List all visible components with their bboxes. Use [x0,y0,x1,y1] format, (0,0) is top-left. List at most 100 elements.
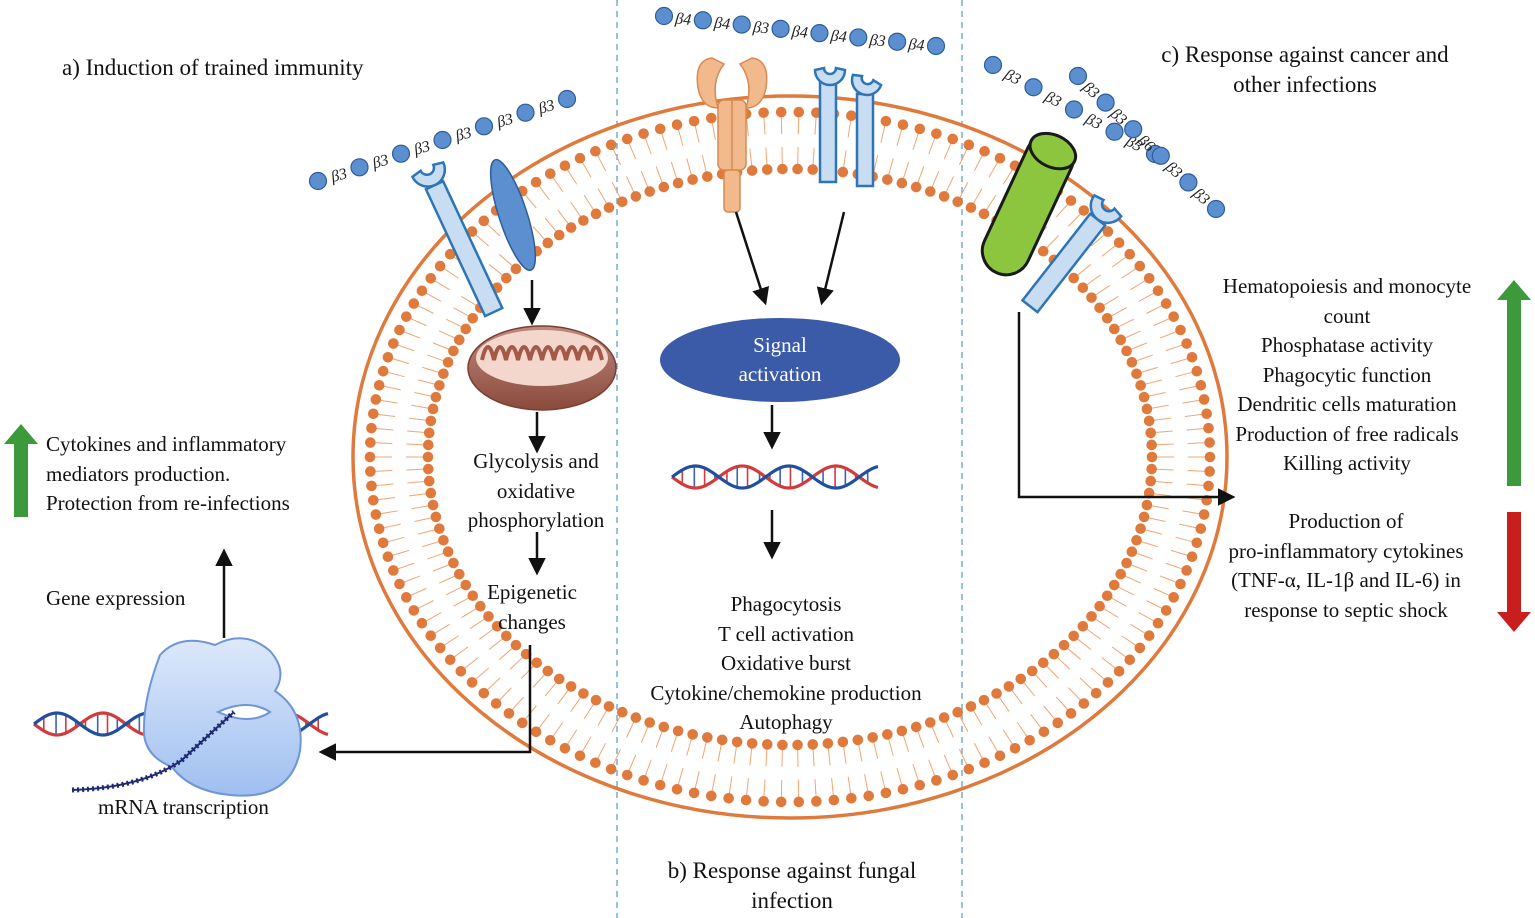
glucose-bead [1206,199,1226,219]
section-a-title: a) Induction of trained immunity [62,55,364,80]
glucose-bead [810,24,829,43]
beta-linkage-label: β3 [1189,184,1213,208]
panel-c-increased-list: Hematopoiesis and monocyte count Phospha… [1223,272,1471,479]
epigenetic-line: Epigenetic [487,580,577,604]
beta-linkage-label: β3 [1078,78,1102,102]
gene-expression-label: Gene expression [46,586,186,610]
glucose-bead [1105,122,1124,141]
epigenetic-line: changes [498,609,566,634]
section-dividers [616,0,963,918]
increase-arrow-c-icon [1497,280,1531,486]
glucose-bead [1124,120,1143,139]
beta-linkage-label: β3 [1106,105,1130,129]
glucose-bead [1179,173,1198,192]
signal-activation-label: Signal activation [700,331,860,389]
ribosome-icon [142,637,302,797]
mrna-transcription-label: mRNA transcription [98,795,269,819]
panel-c-increased-item: Phagocytic function [1262,362,1432,387]
beta-linkage-label: β3 [1001,66,1024,89]
beta-linkage-label: β3 [868,32,887,51]
glucose-bead [1068,66,1088,86]
glucose-bead [888,32,907,51]
dectin-receptor-c-icon [1020,193,1123,314]
beta-linkage-label: β3 [1041,88,1064,111]
glucose-bead [1024,78,1043,97]
beta-linkage-label: β3 [453,124,474,145]
glucose-bead [926,36,946,56]
glucose-bead [693,11,712,30]
glucose-bead [983,55,1003,75]
tlr-dimer-receptor-icon [696,57,768,213]
glucose-bead [474,117,494,136]
section-c-title-line: other infections [1233,71,1377,97]
panel-c-increased-item: count [1323,303,1371,328]
panel-a-outcome-line: mediators production. [46,461,231,486]
glucose-bead [849,28,868,47]
beta-linkage-label: β4 [790,23,809,42]
pathway-arrows [215,211,1236,761]
section-c-title: c) Response against cancer and other inf… [1161,40,1448,99]
panel-a-outcome: Cytokines and inflammatory mediators pro… [46,430,290,519]
panel-c-increased-item: Production of free radicals [1235,421,1459,446]
glucose-bead [771,19,790,38]
glucose-bead [732,15,751,34]
panel-b-outcome-item: Oxidative burst [720,651,852,675]
metabolic-shift-line: phosphorylation [467,508,605,532]
complement-receptor-icon [980,131,1078,277]
glucose-bead [350,158,369,177]
panel-c-decreased-item: response to septic shock [1244,597,1448,622]
glucose-bead [308,171,328,191]
dectin-receptor-icon [410,160,504,318]
panel-c-increased-item: Phosphatase activity [1260,333,1434,357]
section-b-title-line: b) Response against fungal [667,858,917,883]
panel-c-increased-item: Killing activity [1283,451,1411,475]
metabolic-shift-line: oxidative [496,478,576,503]
panel-c-decreased-item: (TNF-α, IL-1β and IL-6) in [1231,568,1461,592]
glucose-bead [654,6,674,26]
decrease-arrow-c-icon [1497,512,1531,632]
panel-a-outcome-line: Protection from re-infections [46,491,290,515]
beta-linkage-label: β3 [1122,132,1145,155]
panel-b-outcomes: Phagocytosis T cell activation Oxidative… [650,590,921,738]
signal-activation-line: Signal [753,333,807,357]
dectin-dimer-receptor-icon [813,66,883,188]
beta-linkage-label: β3 [751,19,770,38]
panel-c-increased-item: Dendritic cells maturation [1237,392,1457,416]
metabolic-shift-label: Glycolysis and oxidative phosphorylation [468,447,605,536]
panel-c-decreased-item: Production of [1288,509,1404,533]
panel-b-outcome-item: Cytokine/chemokine production [650,680,922,705]
panel-b-outcome-item: Phagocytosis [730,592,842,616]
epigenetic-label: Epigenetic changes [487,578,577,637]
beta-linkage-label: β3 [328,165,349,186]
panel-c-increased-item: Hematopoiesis and monocyte [1222,274,1472,298]
beta-linkage-label: β3 [1082,110,1105,133]
panel-b-outcome-item: T cell activation [717,621,855,646]
beta-linkage-label: β4 [829,27,848,46]
glucose-bead [1096,93,1115,112]
beta-linkage-label: β3 [411,138,432,159]
dna-helix-icon [671,464,879,490]
panel-c-decreased-item: pro-inflammatory cytokines [1228,538,1464,563]
beta-linkage-label: β3 [370,152,391,173]
signal-activation-line: activation [738,362,822,386]
beta-linkage-label: β3 [494,111,515,132]
beta-linkage-label: β3 [536,97,557,118]
increase-arrow-a-icon [4,424,38,517]
section-b-title-line: infection [751,887,833,913]
tlr-receptor-icon [489,158,537,272]
section-b-title: b) Response against fungal infection [668,856,916,915]
panel-c-decreased-list: Production of pro-inflammatory cytokines… [1228,507,1463,625]
section-c-title-line: c) Response against cancer and [1161,42,1449,67]
beta-linkage-label: β4 [673,10,692,29]
glucose-bead [1064,100,1084,119]
mitochondrion-icon [467,325,617,411]
glucose-bead [433,130,452,150]
glucose-bead [557,89,577,109]
beta-linkage-label: β3 [1161,158,1185,182]
beta-linkage-label: β4 [712,15,731,34]
beta-linkage-label: β4 [907,36,926,55]
glucose-bead [516,103,535,122]
panel-b-outcome-item: Autophagy [739,710,833,734]
